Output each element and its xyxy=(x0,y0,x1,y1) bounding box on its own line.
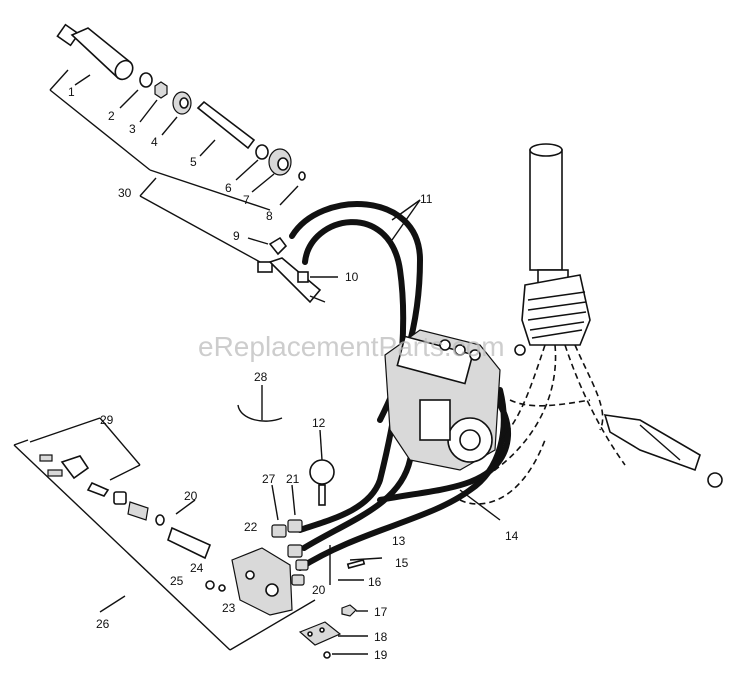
piston-4 xyxy=(172,91,192,115)
label-23: 23 xyxy=(222,601,236,615)
label-12: 12 xyxy=(312,416,326,430)
label-20-top: 20 xyxy=(184,489,198,503)
small-parts-15-19 xyxy=(298,545,383,659)
elbow-fitting-9 xyxy=(247,236,288,256)
label-9: 9 xyxy=(233,229,240,243)
valve-body xyxy=(205,547,293,616)
cylinder-barrel xyxy=(56,23,134,81)
label-16: 16 xyxy=(368,575,382,589)
label-17: 17 xyxy=(374,605,388,619)
label-28: 28 xyxy=(254,370,268,384)
label-14: 14 xyxy=(505,529,519,543)
tilt-cylinder xyxy=(603,414,723,488)
gland-7 xyxy=(268,148,292,176)
label-30: 30 xyxy=(118,186,132,200)
bracket-29 xyxy=(29,417,141,481)
label-24: 24 xyxy=(190,561,204,575)
o-ring-2 xyxy=(139,72,153,88)
watermark: eReplacementParts.com xyxy=(198,331,505,362)
label-13: 13 xyxy=(392,534,406,548)
label-29: 29 xyxy=(100,413,114,427)
label-6: 6 xyxy=(225,181,232,195)
label-20-bottom: 20 xyxy=(312,583,326,597)
lift-column xyxy=(521,143,591,346)
label-19: 19 xyxy=(374,648,388,662)
label-1: 1 xyxy=(68,85,75,99)
piston-rod-5 xyxy=(196,100,256,150)
fittings-21-22-27 xyxy=(271,484,326,586)
ball-12 xyxy=(309,459,335,485)
cylinder-assembly-30 xyxy=(257,257,326,304)
label-11: 11 xyxy=(420,192,433,206)
clip-28 xyxy=(237,404,283,422)
label-18: 18 xyxy=(374,630,388,644)
label-4: 4 xyxy=(151,135,158,149)
seal-8 xyxy=(298,171,306,181)
label-22: 22 xyxy=(244,520,258,534)
label-5: 5 xyxy=(190,155,197,169)
fitting-10 xyxy=(297,271,338,283)
label-26: 26 xyxy=(96,617,110,631)
label-7: 7 xyxy=(243,193,250,207)
label-3: 3 xyxy=(129,122,136,136)
callout-labels: 1 2 3 4 5 6 7 8 9 10 11 12 13 14 15 16 1… xyxy=(68,85,519,662)
label-10: 10 xyxy=(345,270,359,284)
leader-lines-cylinder xyxy=(49,69,299,263)
label-25: 25 xyxy=(170,574,184,588)
spool-parts xyxy=(39,454,212,560)
phantom-hoses xyxy=(459,344,626,505)
o-ring-6 xyxy=(255,144,269,160)
control-valve xyxy=(384,329,526,471)
label-27: 27 xyxy=(262,472,276,486)
label-2: 2 xyxy=(108,109,115,123)
label-21: 21 xyxy=(286,472,300,486)
label-15: 15 xyxy=(395,556,409,570)
bracket-26 xyxy=(13,439,316,651)
label-8: 8 xyxy=(266,209,273,223)
nut-3 xyxy=(154,81,168,99)
